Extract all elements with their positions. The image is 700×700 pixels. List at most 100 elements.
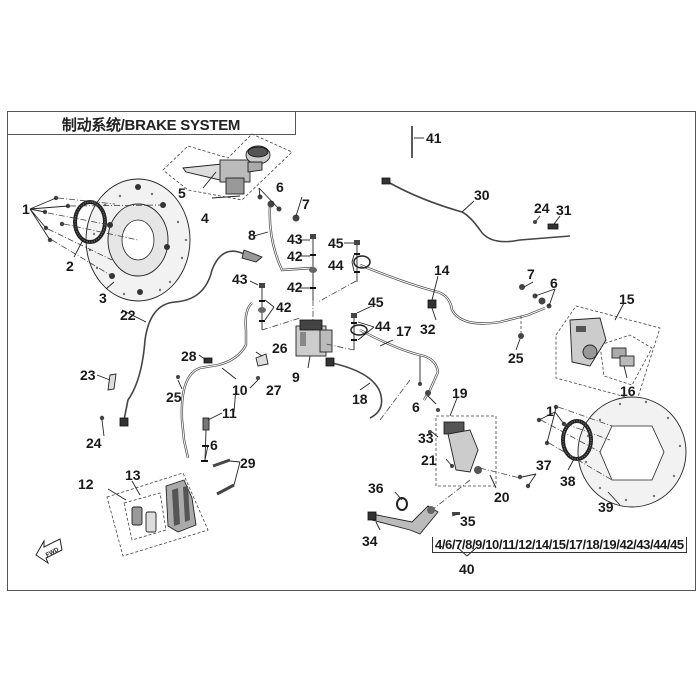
clip-23 (107, 373, 117, 391)
rear-brake-pedal (367, 505, 439, 535)
rear-brake-pads (611, 347, 635, 367)
assembly-outline-16 (599, 334, 653, 386)
rear-brake-caliper (569, 317, 607, 367)
abs-modulator (295, 319, 333, 357)
callout-6-top: 6 (276, 179, 284, 195)
callout-33: 33 (418, 430, 434, 446)
bolt-35 (452, 512, 460, 515)
brake-hose-17 (359, 328, 440, 401)
callout-27: 27 (266, 382, 282, 398)
diagram-title: 制动系统/BRAKE SYSTEM (61, 117, 241, 134)
bracket-26 (255, 353, 269, 367)
callout-4: 4 (201, 210, 209, 226)
callout-42-lower: 42 (276, 299, 292, 315)
callout-1-rear: 1 (546, 403, 554, 419)
callout-3: 3 (99, 290, 107, 306)
clip-31 (547, 223, 559, 230)
callout-13: 13 (125, 467, 141, 483)
banjo-stack-44-lower (350, 313, 368, 350)
callout-24-left: 24 (86, 435, 102, 451)
front-master-cylinder (182, 145, 271, 195)
leader-lines (29, 137, 628, 557)
callout-8: 8 (248, 227, 256, 243)
callout-45-lower: 45 (368, 294, 384, 310)
callout-35: 35 (460, 513, 476, 529)
callout-25-right: 25 (508, 350, 524, 366)
callout-15: 15 (619, 291, 635, 307)
callout-32: 32 (420, 321, 436, 337)
diagram-frame (7, 111, 696, 591)
bolt-stack-lower (258, 283, 266, 330)
callout-2: 2 (66, 258, 74, 274)
bolt-stack-upper (309, 234, 317, 300)
assembly-outline-13 (123, 492, 167, 541)
clip-32 (427, 299, 437, 309)
callout-43-lower: 43 (232, 271, 248, 287)
callout-11: 11 (222, 405, 237, 421)
front-brake-pads (131, 506, 157, 533)
callout-6-rear: 6 (412, 399, 420, 415)
rear-abs-sensor-18 (325, 357, 383, 419)
callout-37: 37 (536, 457, 552, 473)
callout-28: 28 (181, 348, 197, 364)
callout-34: 34 (362, 533, 378, 549)
rear-master-cylinder (443, 421, 482, 474)
front-abs-tone-ring (73, 200, 107, 244)
callout-36: 36 (368, 480, 384, 496)
callout-24-right: 24 (534, 200, 550, 216)
callout-20: 20 (494, 489, 510, 505)
callout-18: 18 (352, 391, 368, 407)
title-box: 制动系统/BRAKE SYSTEM (7, 111, 296, 135)
callout-23: 23 (80, 367, 96, 383)
callout-14: 14 (434, 262, 450, 278)
front-brake-disc (85, 178, 191, 302)
callout-19: 19 (452, 385, 468, 401)
bolt-25-left (176, 375, 180, 379)
caliper-bolts-29 (212, 458, 235, 496)
callout-1: 1 (22, 201, 30, 217)
brake-hose-10 (180, 302, 253, 459)
callout-41: 41 (426, 130, 442, 146)
callout-7-right: 7 (527, 266, 535, 282)
callout-26: 26 (272, 340, 288, 356)
bolt-33 (428, 430, 432, 434)
callout-29: 29 (240, 455, 256, 471)
o-ring-36 (396, 497, 408, 511)
callout-44-upper: 44 (328, 257, 344, 273)
callout-31: 31 (556, 202, 572, 218)
bolt-37a (517, 474, 523, 480)
callout-12: 12 (78, 476, 94, 492)
kit-40-contents: 4/6/7/8/9/10/11/12/14/15/17/18/19/42/43/… (432, 537, 687, 553)
assembly-outline-12 (106, 472, 209, 557)
bolt-24-left (99, 415, 105, 421)
brake-hose-8 (268, 204, 313, 272)
brake-hose-14 (359, 263, 546, 325)
callout-45-upper: 45 (328, 235, 344, 251)
banjo-washers-top (257, 194, 300, 222)
callout-17: 17 (396, 323, 412, 339)
assembly-outline-19 (435, 415, 497, 487)
front-abs-sensor-cable-22 (119, 249, 263, 427)
banjo-stack-44-upper (353, 240, 371, 282)
callout-42-upper: 42 (287, 248, 303, 264)
callout-42-middle: 42 (287, 279, 303, 295)
callout-7-top: 7 (302, 196, 310, 212)
callout-5: 5 (178, 185, 186, 201)
callout-44-lower: 44 (375, 318, 391, 334)
part-callouts: 1 2 3 4 5 6 7 8 43 42 42 45 44 43 42 14 … (22, 130, 636, 577)
rear-brake-disc (577, 396, 687, 508)
forward-arrow-icon: FWD (35, 538, 63, 565)
callout-16: 16 (620, 383, 636, 399)
callout-39: 39 (598, 499, 614, 515)
bolt-25-right (518, 333, 524, 339)
assembly-outline-4 (162, 133, 293, 201)
clip-28 (203, 357, 213, 364)
callout-38: 38 (560, 473, 576, 489)
callout-6-right: 6 (550, 275, 558, 291)
callout-25-left: 25 (166, 389, 182, 405)
front-brake-caliper (165, 479, 197, 533)
screw-27 (256, 376, 260, 380)
callout-40: 40 (459, 561, 475, 577)
rear-abs-sensor-cable-30 (381, 177, 571, 243)
callout-9: 9 (292, 369, 300, 385)
